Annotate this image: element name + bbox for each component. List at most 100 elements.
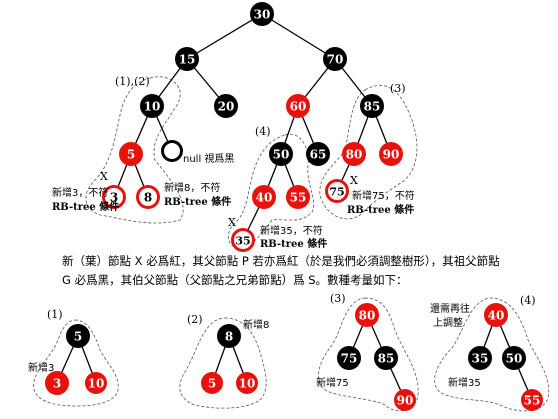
node-90	[379, 142, 403, 166]
case1-left-label: 3	[53, 377, 61, 391]
node-75-label: 75	[329, 186, 344, 199]
node-5	[119, 142, 143, 166]
node-10-label: 10	[144, 100, 161, 114]
node-90-label: 90	[383, 148, 400, 162]
node-40	[252, 185, 276, 209]
case2-right-label: 10	[239, 377, 256, 391]
node-20-label: 20	[218, 100, 235, 114]
node-85	[360, 94, 384, 118]
node-5-label: 5	[127, 148, 135, 162]
add75-line2: RB-tree 條件	[347, 203, 414, 216]
node-75	[325, 179, 349, 203]
add75-line1: 新增75，不符	[352, 189, 415, 202]
node-55-label: 55	[290, 191, 307, 205]
case4-right-label: 50	[506, 352, 523, 366]
node-70	[323, 47, 347, 71]
x-label-35: X	[228, 216, 236, 229]
case4-child-label: 55	[524, 394, 541, 408]
case1-node-root	[66, 324, 90, 348]
case3-note: 新增75	[316, 376, 349, 389]
explanation-paragraph: 新（葉）節點 X 必爲紅，其父節點 P 若亦爲紅（於是我們必須調整樹形），其祖父…	[62, 252, 532, 290]
case3-node-right	[374, 346, 398, 370]
node-15-label: 15	[179, 53, 196, 67]
node-65	[306, 142, 330, 166]
case2-node-root	[217, 324, 241, 348]
node-15	[175, 47, 199, 71]
paragraph-line-1: 新（葉）節點 X 必爲紅，其父節點 P 若亦爲紅（於是我們必須調整樹形），其祖父…	[62, 254, 500, 268]
x-label-75: X	[350, 174, 358, 187]
node-35	[231, 228, 255, 252]
node-40-label: 40	[256, 191, 273, 205]
case3-root-label: 80	[359, 309, 376, 323]
add3-line1: 新增3，不符	[52, 186, 108, 199]
x-label-3: X	[100, 170, 108, 183]
case-label-4: (4)	[255, 125, 271, 138]
case-label-1-2: (1),(2)	[115, 75, 150, 88]
node-60	[286, 94, 310, 118]
case2-node-left	[201, 372, 223, 394]
group-outline-1-2	[85, 76, 184, 224]
node-8-label: 8	[144, 191, 152, 205]
case4-left-label: 35	[472, 352, 489, 366]
add8-line1: 新增8，不符	[164, 181, 220, 194]
case4-node-right	[502, 346, 526, 370]
node-80-label: 80	[346, 148, 363, 162]
add35-line2: RB-tree 條件	[260, 237, 327, 250]
node-10	[140, 94, 164, 118]
case4-note2-line2: 上調整	[433, 316, 463, 329]
node-55	[286, 185, 310, 209]
null-label: null 視爲黑	[183, 152, 234, 165]
case1-right-label: 10	[88, 377, 105, 391]
case3-node-root	[355, 303, 379, 327]
case1-tag: (1)	[47, 308, 63, 321]
node-30-label: 30	[254, 8, 271, 22]
node-85-label: 85	[364, 100, 381, 114]
group-outline-4	[227, 133, 315, 249]
case3-right-label: 85	[378, 352, 395, 366]
case4-root-label: 40	[488, 309, 505, 323]
case1-outline	[33, 319, 119, 407]
node-70-label: 70	[327, 53, 344, 67]
case2-note: 新增8	[243, 318, 269, 331]
node-80	[342, 142, 366, 166]
case4-outline	[434, 297, 550, 412]
case2-node-right	[236, 372, 258, 394]
case1-root-label: 5	[74, 330, 82, 344]
case4-note2-line1: 還需再往	[430, 302, 470, 315]
case3-node-child	[394, 389, 416, 411]
case3-child-label: 90	[397, 394, 414, 408]
node-50	[269, 142, 293, 166]
case4-node-left	[468, 346, 492, 370]
case3-tag: (3)	[330, 292, 346, 305]
null-node	[161, 140, 183, 162]
case4-node-root	[484, 303, 508, 327]
add3-line2: RB-tree 條件	[52, 200, 119, 213]
case2-left-label: 5	[208, 377, 216, 391]
add35-line1: 新增35，不符	[260, 224, 323, 237]
node-65-label: 65	[310, 148, 327, 162]
node-50-label: 50	[273, 148, 290, 162]
node-60-label: 60	[290, 100, 307, 114]
node-8	[136, 185, 160, 209]
node-3-label: 3	[110, 191, 118, 205]
case2-outline	[179, 317, 267, 409]
paragraph-line-2: G 必爲黑，其伯父節點（父節點之兄弟節點）爲 S。數種考量如下：	[62, 273, 408, 287]
case4-node-child	[521, 389, 543, 411]
case3-node-left	[337, 346, 361, 370]
case3-left-label: 75	[341, 352, 358, 366]
case1-node-left	[45, 371, 69, 395]
node-35-label: 35	[235, 235, 250, 248]
node-20	[214, 94, 238, 118]
node-3	[102, 185, 126, 209]
case4-note: 新增35	[448, 376, 481, 389]
case4-tag: (4)	[520, 294, 536, 307]
case-label-3: (3)	[390, 82, 406, 95]
case1-node-right	[85, 372, 107, 394]
node-30	[250, 2, 274, 26]
add8-line2: RB-tree 條件	[164, 195, 231, 208]
case2-tag: (2)	[187, 313, 203, 326]
case2-root-label: 8	[225, 330, 233, 344]
case3-outline	[317, 297, 419, 412]
case1-note: 新增3	[28, 361, 54, 374]
